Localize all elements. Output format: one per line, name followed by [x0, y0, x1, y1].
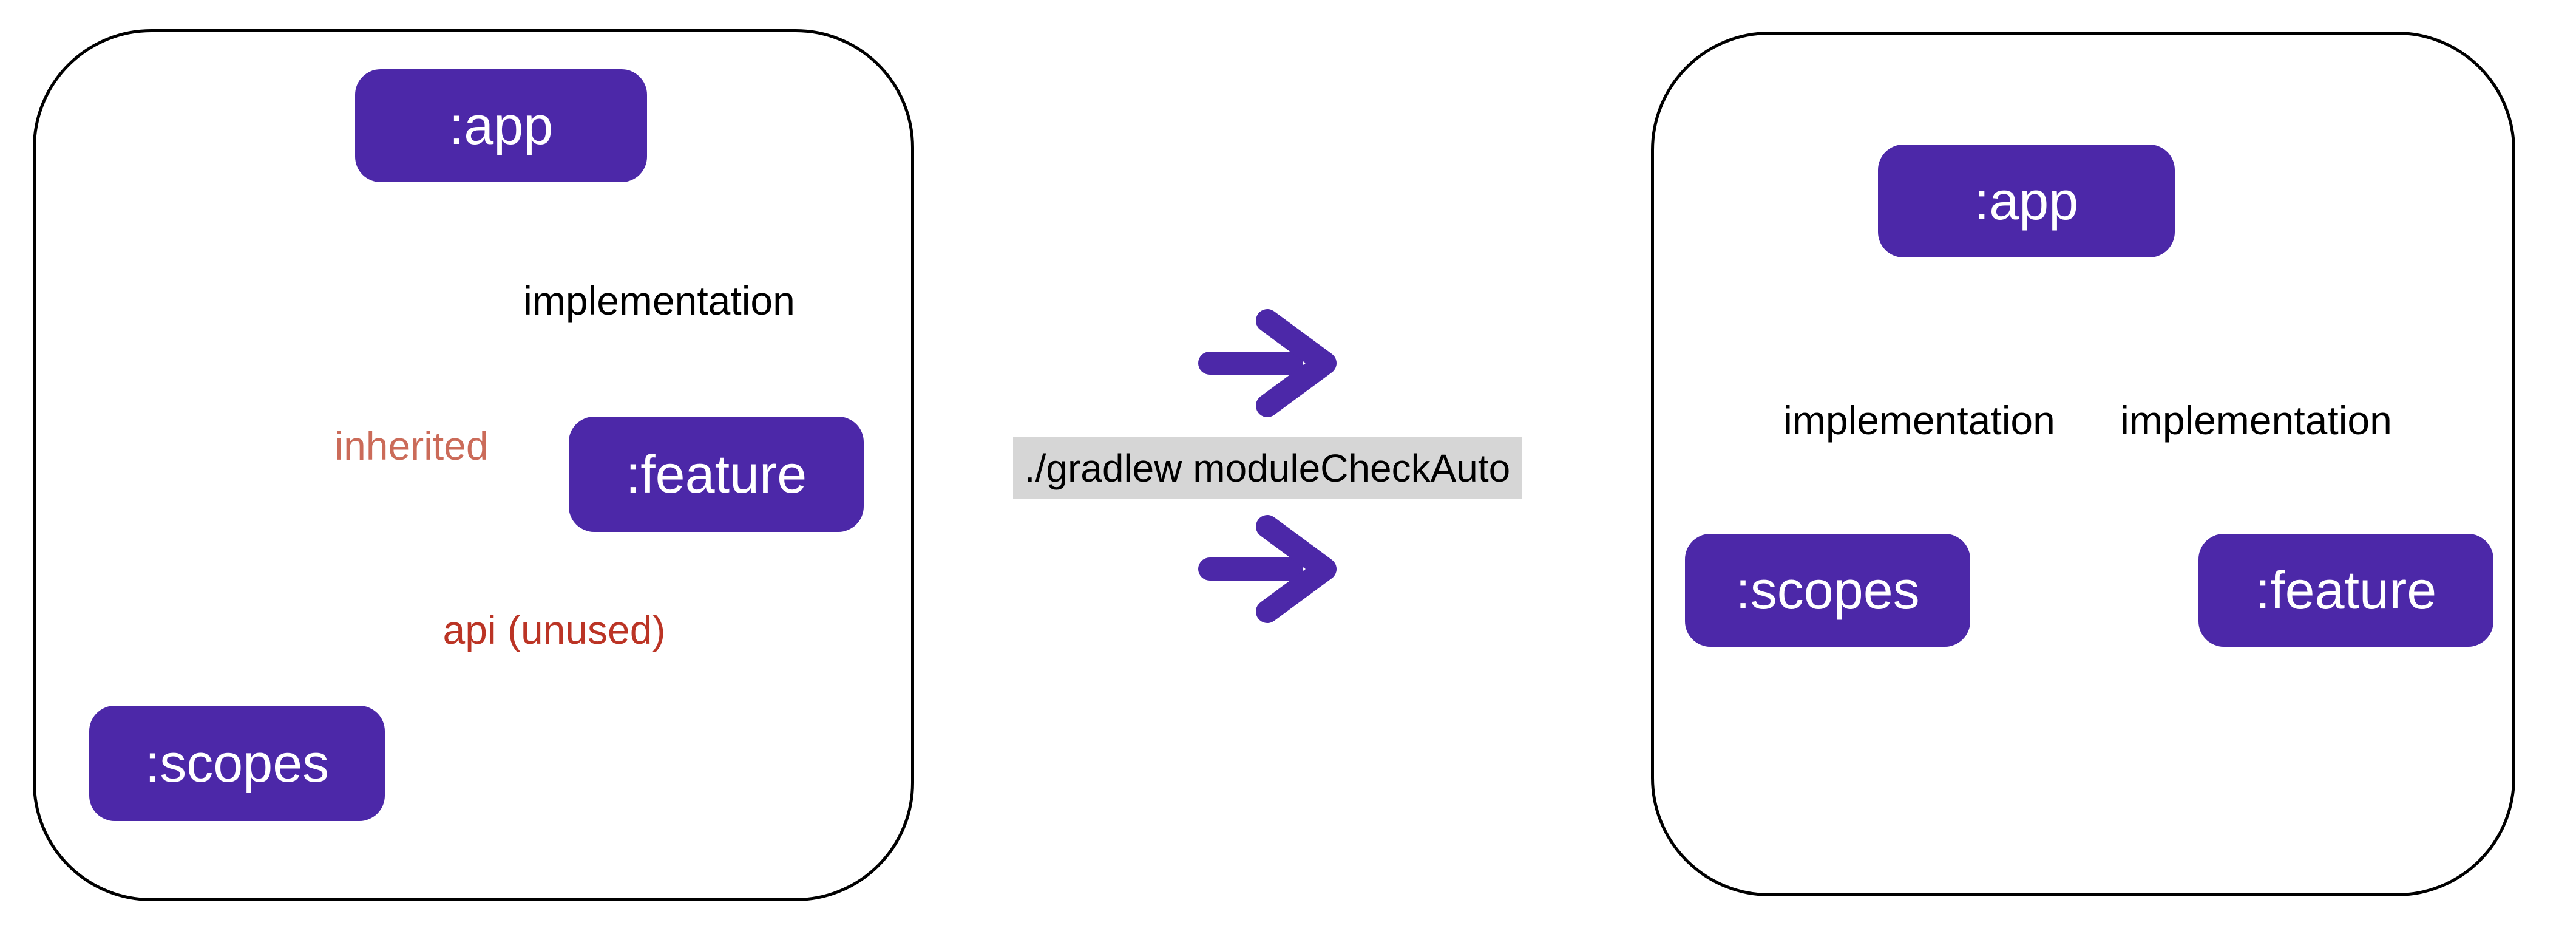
node-feature-after-label: :feature	[2255, 560, 2437, 620]
edge-label-implementation-before: implementation	[512, 276, 806, 326]
edge-label-implementation-after-right: implementation	[2109, 395, 2403, 445]
edge-label-api-unused: api (unused)	[432, 605, 677, 655]
node-feature-before: :feature	[569, 417, 864, 532]
node-scopes-before: :scopes	[89, 706, 385, 821]
node-app-after: :app	[1878, 145, 2175, 257]
right-arrow-icon-top	[1198, 309, 1337, 417]
right-arrow-icon-bottom	[1198, 515, 1337, 623]
edge-label-implementation-after-left: implementation	[1772, 395, 2066, 445]
node-feature-after: :feature	[2198, 534, 2493, 647]
node-feature-before-label: :feature	[625, 444, 807, 504]
node-scopes-after: :scopes	[1685, 534, 1970, 647]
node-scopes-after-label: :scopes	[1735, 560, 1920, 620]
node-app-after-label: :app	[1974, 171, 2079, 231]
gradle-command-chip: ./gradlew moduleCheckAuto	[1013, 437, 1522, 499]
node-app-before: :app	[355, 69, 647, 182]
node-scopes-before-label: :scopes	[144, 733, 330, 793]
edge-label-inherited: inherited	[324, 421, 500, 471]
node-app-before-label: :app	[449, 95, 554, 155]
